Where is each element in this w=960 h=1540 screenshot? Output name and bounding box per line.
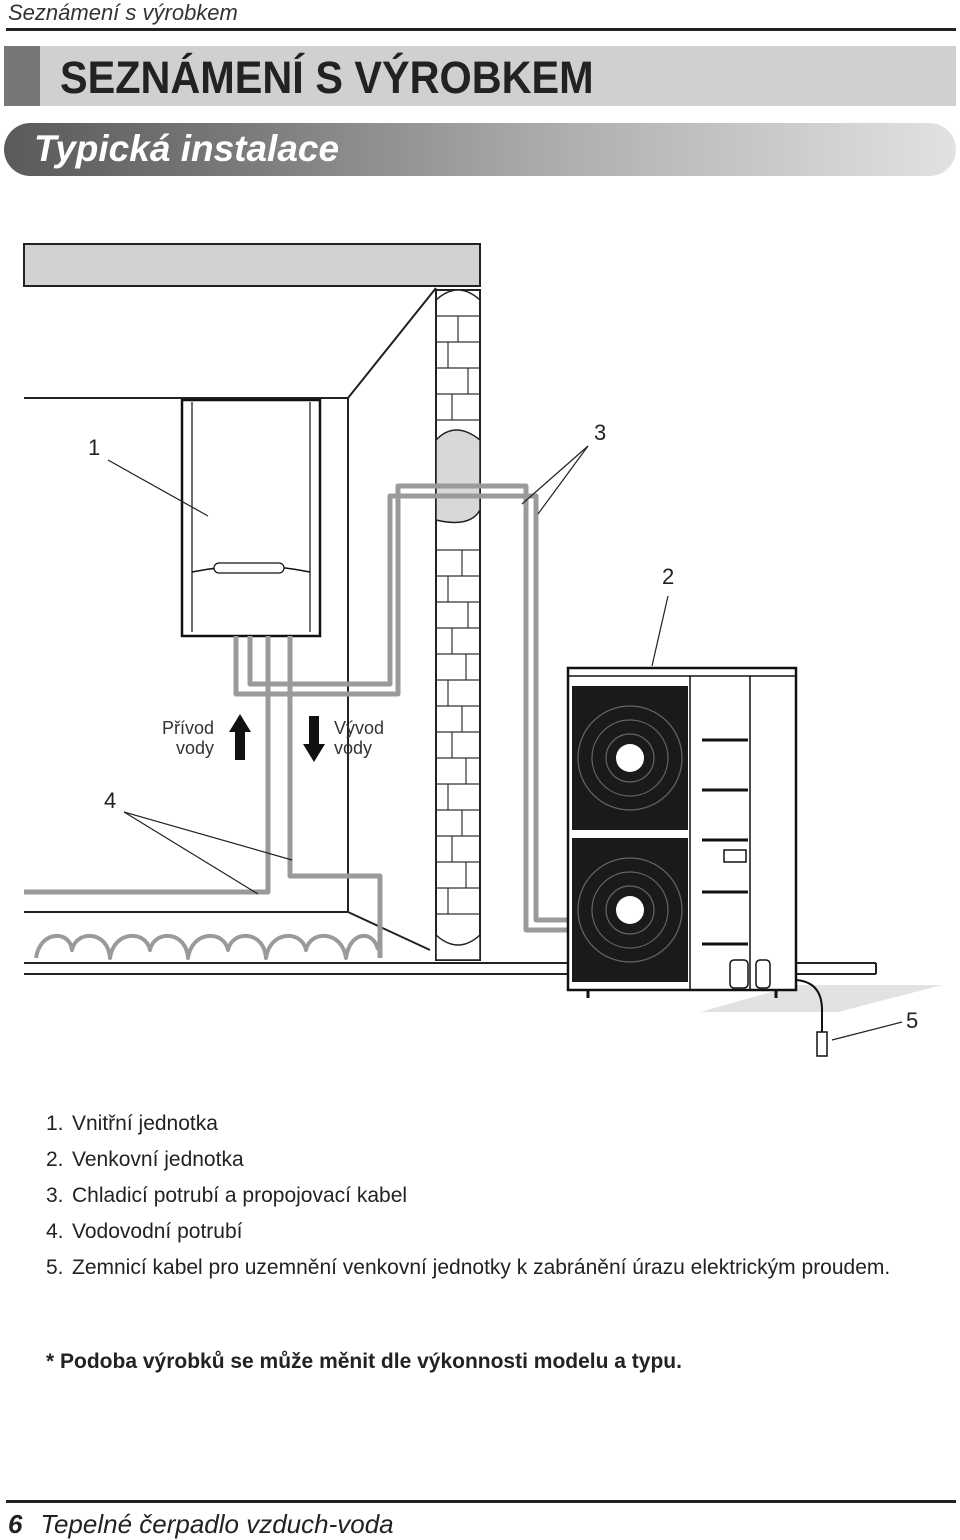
ground-cable: [795, 979, 828, 1057]
water-out-label-line1: Vývod: [334, 718, 384, 738]
callout-3: 3: [594, 420, 606, 445]
callout-5: 5: [906, 1008, 918, 1033]
running-head: Seznámení s výrobkem: [8, 0, 238, 25]
legend-item-text: Venkovní jednotka: [72, 1148, 244, 1171]
legend-item-number: 2.: [46, 1148, 64, 1171]
water-out-label-line2: vody: [334, 738, 372, 758]
callout-leaders: [107, 445, 903, 1041]
indoor-unit: [180, 398, 322, 638]
product-variation-note: * Podoba výrobků se může měnit dle výkon…: [46, 1350, 682, 1373]
legend-item-number: 5.: [46, 1256, 64, 1279]
callout-1: 1: [88, 435, 100, 460]
section-title-bar: SEZNÁMENÍ S VÝROBKEM: [4, 46, 956, 106]
legend-item: 3. Chladicí potrubí a propojovací kabel: [46, 1178, 926, 1214]
legend-item-text: Vodovodní potrubí: [72, 1220, 243, 1243]
page-footer: 6 Tepelné čerpadlo vzduch-voda: [8, 1509, 394, 1540]
water-out-arrow-icon: [303, 716, 325, 762]
legend-list: 1. Vnitřní jednotka 2. Venkovní jednotka…: [46, 1106, 926, 1282]
legend-item-text: Vnitřní jednotka: [72, 1112, 218, 1135]
page-number: 6: [8, 1509, 23, 1539]
subsection-title-bar: Typická instalace: [4, 123, 956, 176]
header-rule: [6, 28, 956, 31]
footer-title: Tepelné čerpadlo vzduch-voda: [40, 1509, 394, 1539]
legend-item: 4. Vodovodní potrubí: [46, 1214, 926, 1250]
water-in-label-line1: Přívod: [162, 718, 214, 738]
legend-item-text: Chladicí potrubí a propojovací kabel: [72, 1184, 408, 1207]
legend-item-number: 3.: [46, 1184, 64, 1207]
legend-item-text: Zemnicí kabel pro uzemnění venkovní jedn…: [72, 1256, 891, 1279]
water-in-arrow-icon: [229, 714, 251, 760]
legend-item: 2. Venkovní jednotka: [46, 1142, 926, 1178]
footer-rule: [6, 1500, 956, 1503]
installation-diagram: Přívod vody Vývod vody: [0, 190, 960, 1080]
legend-item: 1. Vnitřní jednotka: [46, 1106, 926, 1142]
title-marker-block: [4, 46, 40, 106]
brick-wall: [435, 289, 481, 961]
section-title: SEZNÁMENÍ S VÝROBKEM: [60, 52, 594, 103]
outdoor-unit: [566, 666, 942, 1012]
subsection-title: Typická instalace: [34, 128, 340, 169]
legend-item-number: 4.: [46, 1220, 64, 1243]
water-in-label-line2: vody: [176, 738, 214, 758]
water-and-refrigerant-piping: [24, 483, 602, 960]
callout-4: 4: [104, 788, 116, 813]
legend-item-number: 1.: [46, 1112, 64, 1135]
callout-2: 2: [662, 564, 674, 589]
legend-item: 5. Zemnicí kabel pro uzemnění venkovní j…: [46, 1253, 926, 1282]
